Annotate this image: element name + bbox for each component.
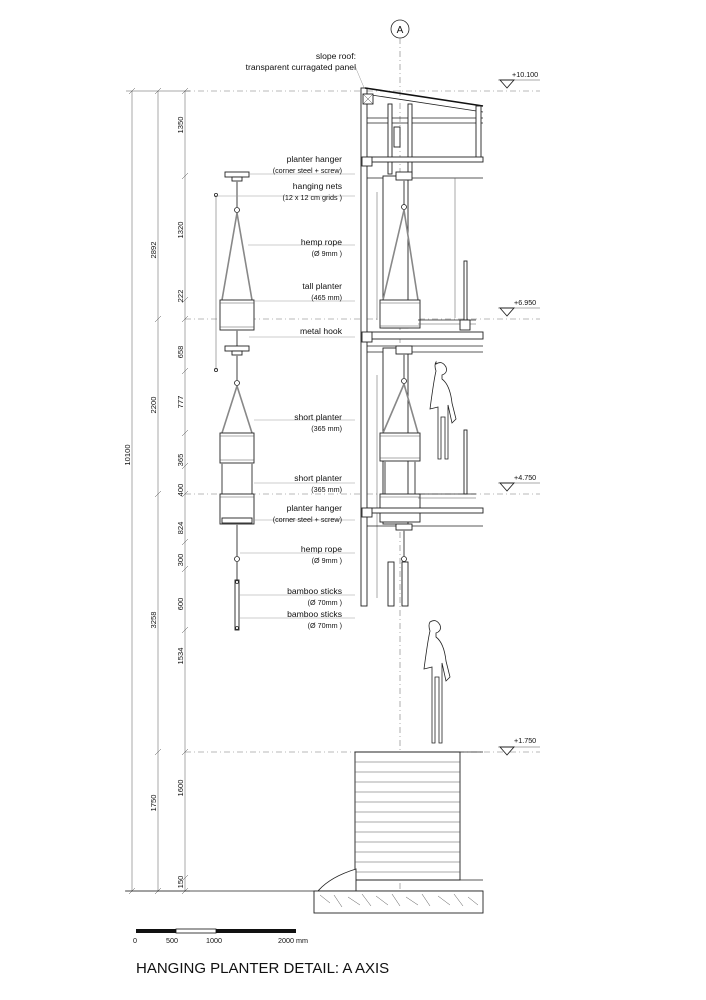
planter-assembly-detail xyxy=(213,171,255,631)
dimension-outer: 1750 xyxy=(149,795,158,812)
level-marker-top: +10.100 xyxy=(185,70,540,92)
scale-label: 500 xyxy=(166,936,178,945)
callout-bamboo-sticks-1: bamboo sticks xyxy=(287,586,342,596)
callout-hanging-nets: hanging nets xyxy=(293,181,342,191)
dimension-outer: 2892 xyxy=(149,242,158,259)
drawing-title: HANGING PLANTER DETAIL: A AXIS xyxy=(136,960,389,977)
scale-label: 1000 xyxy=(206,936,222,945)
tall-planter xyxy=(219,299,255,331)
svg-text:(corner steel + screw): (corner steel + screw) xyxy=(273,515,342,524)
level-label: +6.950 xyxy=(514,298,536,307)
dimension-inner: 1600 xyxy=(176,780,185,797)
callout-bamboo-sticks-2: bamboo sticks xyxy=(287,609,342,619)
axis-marker-label: A xyxy=(397,25,404,36)
metal-hook xyxy=(224,345,250,352)
hook-icon xyxy=(234,207,240,213)
hemp-rope xyxy=(221,212,238,301)
callout-metal-hook: metal hook xyxy=(300,326,343,336)
svg-text:(Ø 70mm ): (Ø 70mm ) xyxy=(308,598,342,607)
planter-hanger-bottom xyxy=(221,517,253,524)
ground xyxy=(125,868,484,914)
dimension-inner: 1534 xyxy=(176,648,185,665)
base-planter-block xyxy=(354,751,483,881)
dimension-inner: 824 xyxy=(176,522,185,535)
building-section xyxy=(125,87,484,914)
callout-slope-roof: slope roof: xyxy=(316,51,356,61)
scale-label: 0 xyxy=(133,936,137,945)
dimension-chains: 10100 2892 2200 3258 1750 xyxy=(123,87,190,895)
callout-planter-hanger-top: planter hanger xyxy=(287,154,343,164)
svg-text:(Ø 9mm ): (Ø 9mm ) xyxy=(312,249,342,258)
level-label: +10.100 xyxy=(512,70,538,79)
svg-text:(365 mm): (365 mm) xyxy=(311,424,342,433)
dimension-inner: 300 xyxy=(176,554,185,567)
svg-text:(Ø 70mm ): (Ø 70mm ) xyxy=(308,621,342,630)
bamboo-sticks xyxy=(234,579,240,631)
callout-tall-planter: tall planter xyxy=(302,281,342,291)
svg-text:(365 mm): (365 mm) xyxy=(311,485,342,494)
svg-text:(Ø 9mm ): (Ø 9mm ) xyxy=(312,556,342,565)
callout-short-planter-1: short planter xyxy=(294,412,342,422)
svg-text:(12 x 12 cm grids ): (12 x 12 cm grids ) xyxy=(282,193,342,202)
human-figure-lower xyxy=(423,620,451,744)
dimension-inner: 365 xyxy=(176,454,185,467)
dimension-inner: 222 xyxy=(176,290,185,303)
dimension-overall: 10100 xyxy=(123,444,132,465)
level-label: +1.750 xyxy=(514,736,536,745)
planter-hanger-top xyxy=(224,171,250,178)
scale-bar: 0 500 1000 2000 mm xyxy=(133,928,308,945)
dimension-inner: 600 xyxy=(176,598,185,611)
callout-hemp-rope-top: hemp rope xyxy=(301,237,342,247)
human-figure-upper xyxy=(429,360,457,460)
level-label: +4.750 xyxy=(514,473,536,482)
main-column xyxy=(360,87,368,607)
dimension-outer: 3258 xyxy=(149,612,158,629)
dimension-inner: 150 xyxy=(176,876,185,889)
level-marker-second: +6.950 xyxy=(185,298,540,320)
level-marker-third: +4.750 xyxy=(185,473,540,495)
svg-text:transparent curragated panel: transparent curragated panel xyxy=(246,62,356,72)
callout-hemp-rope-bottom: hemp rope xyxy=(301,544,342,554)
dimension-inner: 658 xyxy=(176,346,185,359)
dimension-outer: 2200 xyxy=(149,397,158,414)
dimension-inner: 400 xyxy=(176,484,185,497)
callouts: slope roof: transparent curragated panel… xyxy=(246,51,356,630)
dimension-inner: 1320 xyxy=(176,222,185,239)
short-planter xyxy=(219,432,255,464)
scale-label: 2000 mm xyxy=(278,936,308,945)
slope-roof xyxy=(364,87,484,107)
svg-text:(corner steel + screw): (corner steel + screw) xyxy=(273,166,342,175)
ground-hatch xyxy=(313,890,484,914)
callout-short-planter-2: short planter xyxy=(294,473,342,483)
callout-planter-hanger-bottom: planter hanger xyxy=(287,503,343,513)
axis-marker: A xyxy=(390,19,410,895)
svg-text:(465 mm): (465 mm) xyxy=(311,293,342,302)
dimension-inner: 777 xyxy=(176,396,185,409)
callout-leaders xyxy=(216,65,366,619)
dimension-inner: 1350 xyxy=(176,117,185,134)
